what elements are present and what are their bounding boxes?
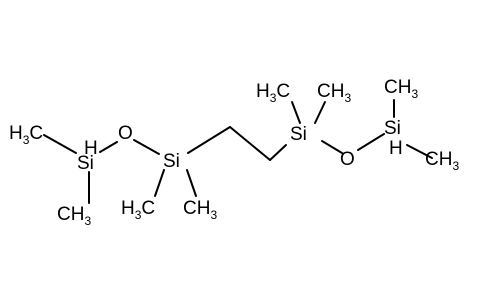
ch3-g-label: CH3 (384, 77, 419, 101)
bond-si-2-ch2 (187, 126, 231, 154)
ch3-a-label: H3C (9, 123, 44, 147)
si-3-label: Si (290, 124, 307, 145)
bond-si-3-ch3-e (291, 101, 301, 124)
ch3-h-label: CH3 (425, 149, 460, 173)
o-1-label: O (118, 123, 133, 144)
ch3-f-label: CH3 (317, 81, 352, 105)
ch3-d-label: CH3 (183, 198, 218, 222)
bond-ch2-ch2 (229, 126, 271, 161)
bond-si-3-o-2 (321, 140, 343, 154)
bond-si-2-ch3-d (186, 169, 197, 197)
bond-ch2-si-3 (269, 144, 287, 161)
ch3-b-label: CH3 (57, 204, 92, 228)
bond-ch3-si-1 (43, 134, 77, 154)
bond-si-2-ch3-c (154, 169, 165, 197)
si-1-label: Si (77, 153, 94, 174)
bond-o-1-si-2 (133, 139, 160, 155)
bond-si-3-ch3-f (314, 101, 326, 124)
o-2-label: O (340, 149, 355, 170)
si-2-label: Si (163, 151, 180, 172)
bond-si-4-ch3-h (406, 144, 433, 159)
ch3-e-label: H3C (256, 81, 291, 105)
ch3-c-label: H3C (121, 198, 156, 222)
bond-si-1-o-1 (99, 141, 118, 153)
si-4-label: Si (384, 118, 401, 139)
h-1-label: H (84, 138, 98, 159)
h-2-label: H (389, 138, 403, 159)
bond-o-2-si-4 (357, 133, 385, 151)
